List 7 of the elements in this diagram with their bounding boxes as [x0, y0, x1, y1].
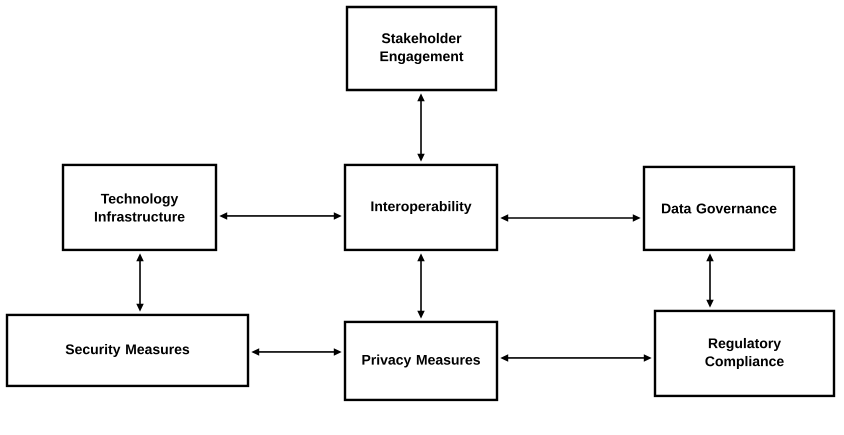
process-box: Security Measures — [6, 314, 250, 388]
process-box: Data Governance — [642, 166, 796, 252]
process-box: Stakeholder Engagement — [346, 6, 498, 92]
process-box: Technology Infrastructure — [62, 164, 218, 252]
process-box: Interoperability — [344, 164, 498, 252]
process-box: Privacy Measures — [344, 320, 498, 402]
process-box: Regulatory Compliance — [654, 310, 836, 398]
